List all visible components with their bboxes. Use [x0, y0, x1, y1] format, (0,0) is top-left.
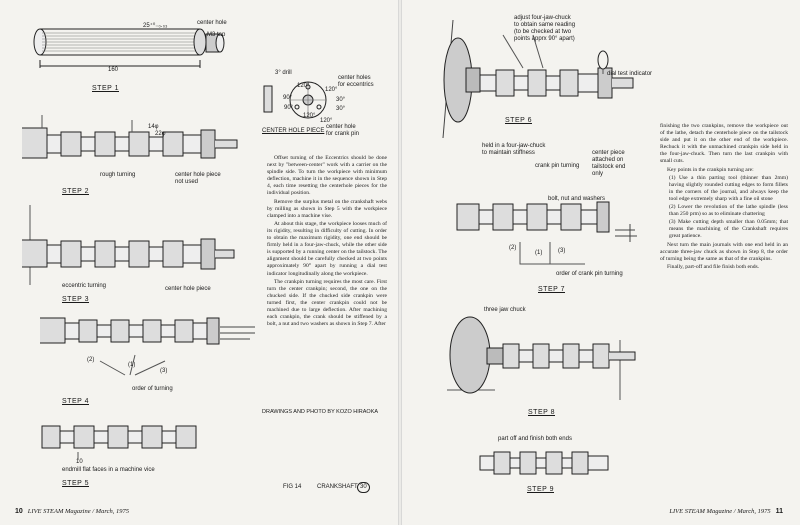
held-four-jaw-label: held in a four-jaw-chuck to maintain sti… [482, 143, 546, 156]
chp-label: center hole piece [165, 286, 211, 292]
step5-label: STEP 5 [62, 480, 89, 487]
center-hole-label: center hole [197, 20, 227, 26]
bolt-nut-washers-label: bolt, nut and washers [548, 196, 606, 202]
paragraph: Next turn the main journals with one end… [660, 241, 788, 262]
dim-10-label: 10 [76, 459, 83, 465]
step4-label: STEP 4 [62, 398, 89, 405]
step1-bar-stock-drawing [30, 20, 230, 80]
m3-tap-label: M3 tap [207, 32, 226, 38]
step3-label: STEP 3 [62, 296, 89, 303]
order-crank-pin-label: order of crank pin turning [556, 271, 623, 277]
rough-turning-label: rough turning [100, 172, 136, 178]
center-hole-piece-caption: CENTER HOLE PIECE [262, 128, 325, 134]
dim-22-label: 22φ [155, 131, 166, 137]
crank-order-1-label: (1) [535, 250, 543, 256]
step8-label: STEP 8 [528, 409, 555, 416]
list-item: (2) Lower the revolution of the lathe sp… [669, 204, 788, 218]
angle-120-d: 120° [320, 118, 333, 124]
left-page-number: 10 [15, 508, 23, 515]
paragraph: Offset turning of the Eccentrics should … [267, 155, 387, 197]
paragraph: Finally, part-off and file finish both e… [667, 263, 760, 270]
page-fold [398, 0, 402, 525]
right-magazine-line: LIVE STEAM Magazine / March, 1975 [669, 508, 771, 515]
adjust-chuck-label: adjust four-jaw-chuck to obtain same rea… [514, 15, 576, 42]
angle-120-c: 120° [303, 113, 316, 119]
tolerance-label: 25⁺⁰₋₀.₀₃ [143, 23, 168, 29]
paragraph: Key points in the crankpin turning are: [667, 166, 754, 173]
step1-label: STEP 1 [92, 85, 119, 92]
center-holes-eccentrics-label: center holes for eccentrics [338, 75, 374, 88]
angle-120-a: 120° [297, 83, 310, 89]
step6-label: STEP 6 [505, 117, 532, 124]
step9-finished-crankshaft-drawing [478, 444, 613, 484]
paragraph: The crankpin turning requires the most c… [267, 278, 387, 328]
paragraph: Remove the surplus metal on the cranksha… [267, 198, 387, 219]
paragraph: At about this stage, the workpiece loose… [267, 220, 387, 277]
step7-bolt-nut-drawing [455, 192, 680, 272]
article-column-right: finishing the two crankpins, remove the … [660, 123, 788, 308]
order-of-turning-label: order of turning [132, 386, 173, 392]
three-jaw-chuck-label: three jaw chuck [484, 307, 526, 313]
step9-label: STEP 9 [527, 486, 554, 493]
step2-label: STEP 2 [62, 188, 89, 195]
angle-30-b: 30° [336, 106, 346, 112]
step3-eccentric-turning-drawing [22, 205, 237, 295]
order-1-label: (1) [128, 362, 136, 368]
angle-120-b: 120° [325, 87, 338, 93]
dim-14-label: 14φ [148, 124, 159, 130]
dial-test-indicator-label: dial test indicator [607, 71, 653, 77]
crank-order-3-label: (3) [558, 248, 566, 254]
left-magazine-line: LIVE STEAM Magazine / March, 1975 [27, 508, 130, 515]
page-ref-badge: 30 [357, 482, 370, 493]
list-item: (1) Use a thin parting tool (thinner tha… [669, 174, 788, 202]
angle-30-a: 30° [336, 97, 346, 103]
right-page-number: 11 [775, 508, 783, 515]
chp-not-used-label: center hole piece not used [175, 172, 221, 185]
crank-order-2-label: (2) [509, 245, 517, 251]
drill-3-label: 3° drill [275, 70, 292, 76]
center-hole-piece-drawing [262, 78, 342, 123]
length-160-label: 160 [108, 67, 119, 73]
center-hole-crank-pin-label: center hole for crank pin [326, 124, 360, 137]
right-footer: LIVE STEAM Magazine / March, 1975 11 [669, 508, 788, 515]
center-piece-attached-label: center piece attached on tailstock end o… [592, 150, 626, 177]
crank-pin-turning-label: crank pin turning [535, 163, 580, 169]
figure-number: FIG 14 [283, 484, 302, 490]
step2-rough-turning-drawing [22, 110, 247, 180]
angle-90-a: 90° [283, 95, 293, 101]
figure-title: CRANKSHAFT [317, 484, 358, 490]
step8-three-jaw-chuck-drawing [445, 310, 645, 410]
order-3-label: (3) [160, 368, 168, 374]
order-2-label: (2) [87, 357, 95, 363]
paragraph: finishing the two crankpins, remove the … [660, 123, 788, 165]
left-footer: 10 LIVE STEAM Magazine / March, 1975 [10, 508, 129, 515]
step5-endmill-drawing [38, 418, 213, 463]
endmill-label: endmill flat faces in a machine vice [62, 467, 155, 473]
step4-order-of-turning-drawing [40, 313, 265, 383]
step7-label: STEP 7 [538, 286, 565, 293]
credits-line: DRAWINGS AND PHOTO BY KOZO HIRAOKA [262, 409, 379, 415]
step6-four-jaw-chuck-drawing [428, 20, 653, 140]
angle-90-b: 90° [284, 105, 294, 111]
eccentric-turning-label: eccentric turning [62, 283, 107, 289]
article-column-left: Offset turning of the Eccentrics should … [267, 155, 387, 365]
part-off-label: part off and finish both ends [498, 436, 572, 442]
list-item: (3) Make cutting depth smaller than 0.05… [669, 219, 788, 240]
